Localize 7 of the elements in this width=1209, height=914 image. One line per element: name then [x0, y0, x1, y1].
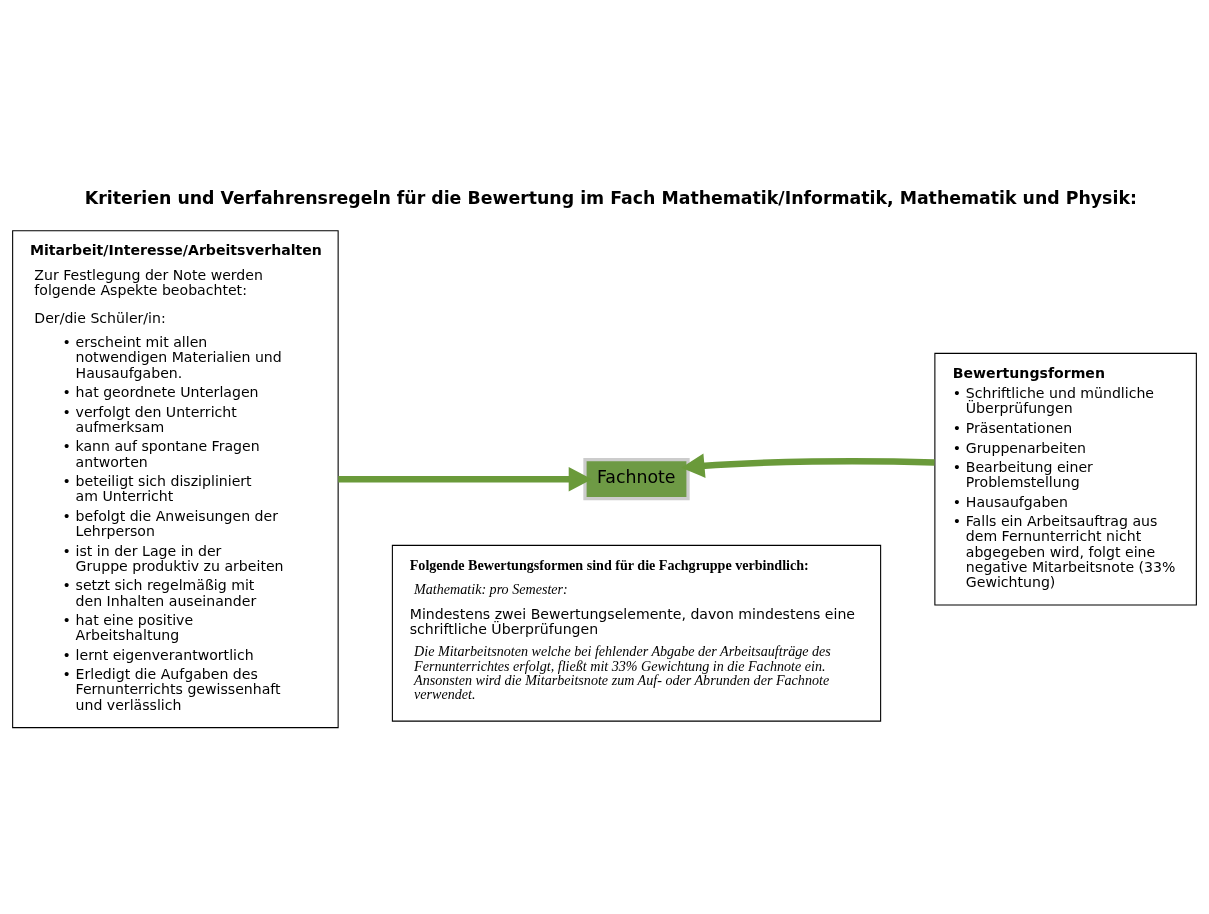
arrow: [681, 453, 935, 478]
node-box: Folgende Bewertungsformen sind für die Fachgruppe verbindlich: Mathematik: pro Semester: Mindestens zwei Bewertungselemente, davon mindestens eine schriftliche Überprüfungen Die Mitarbeitsnoten welche bei fehlender Abgabe der Arbeitsaufträge des Fernunterrichtes erfolgt, fließt mit 33% Gewichtung in die Fachnote ein. Ansonsten wird die Mitarbeitsnote zum Auf- oder Abrunden der Fachnote verwendet.: [391, 544, 882, 722]
node-box: Bewertungsformen • Schriftliche und mündliche Überprüfungen • Präsentationen • Gruppenarbeiten • Bearbeitung einer Problemstellung • Hausaufgaben • Falls ein Arbeitsauftrag aus dem Fernunterricht nicht abgegeben wird, folgt eine negative Mitarbeitsnote (33% Gewichtung): [934, 352, 1197, 606]
arrow: [338, 466, 592, 491]
node-box: Fachnote: [583, 457, 690, 500]
diagram-title: Kriterien und Verfahrensregeln für die Bewertung im Fach Mathematik/Informatik, Mathematik und Physik:: [84, 187, 1137, 208]
node-box: Mitarbeit/Interesse/Arbeitsverhalten Zur Festlegung der Note werden folgende Aspekte beobachtet: Der/die Schüler/in: • erscheint mit allen notwendigen Materialien und Hausaufgaben. • hat geordnete Unterlagen • verfolgt den Unterricht aufmerksam • kann auf spontane Fragen antworten • beteiligt sich diszipliniert am Unterricht • befolgt die Anweisungen der Lehrperson • ist in der Lage in der Gruppe produktiv zu arbeiten • setzt sich regelmäßig mit den Inhalten auseinander • hat eine positive Arbeitshaltung • lernt eigenverantwortlich • Erledigt die Aufgaben des Fernunterrichts gewissenhaft und verlässlich: [12, 229, 339, 728]
